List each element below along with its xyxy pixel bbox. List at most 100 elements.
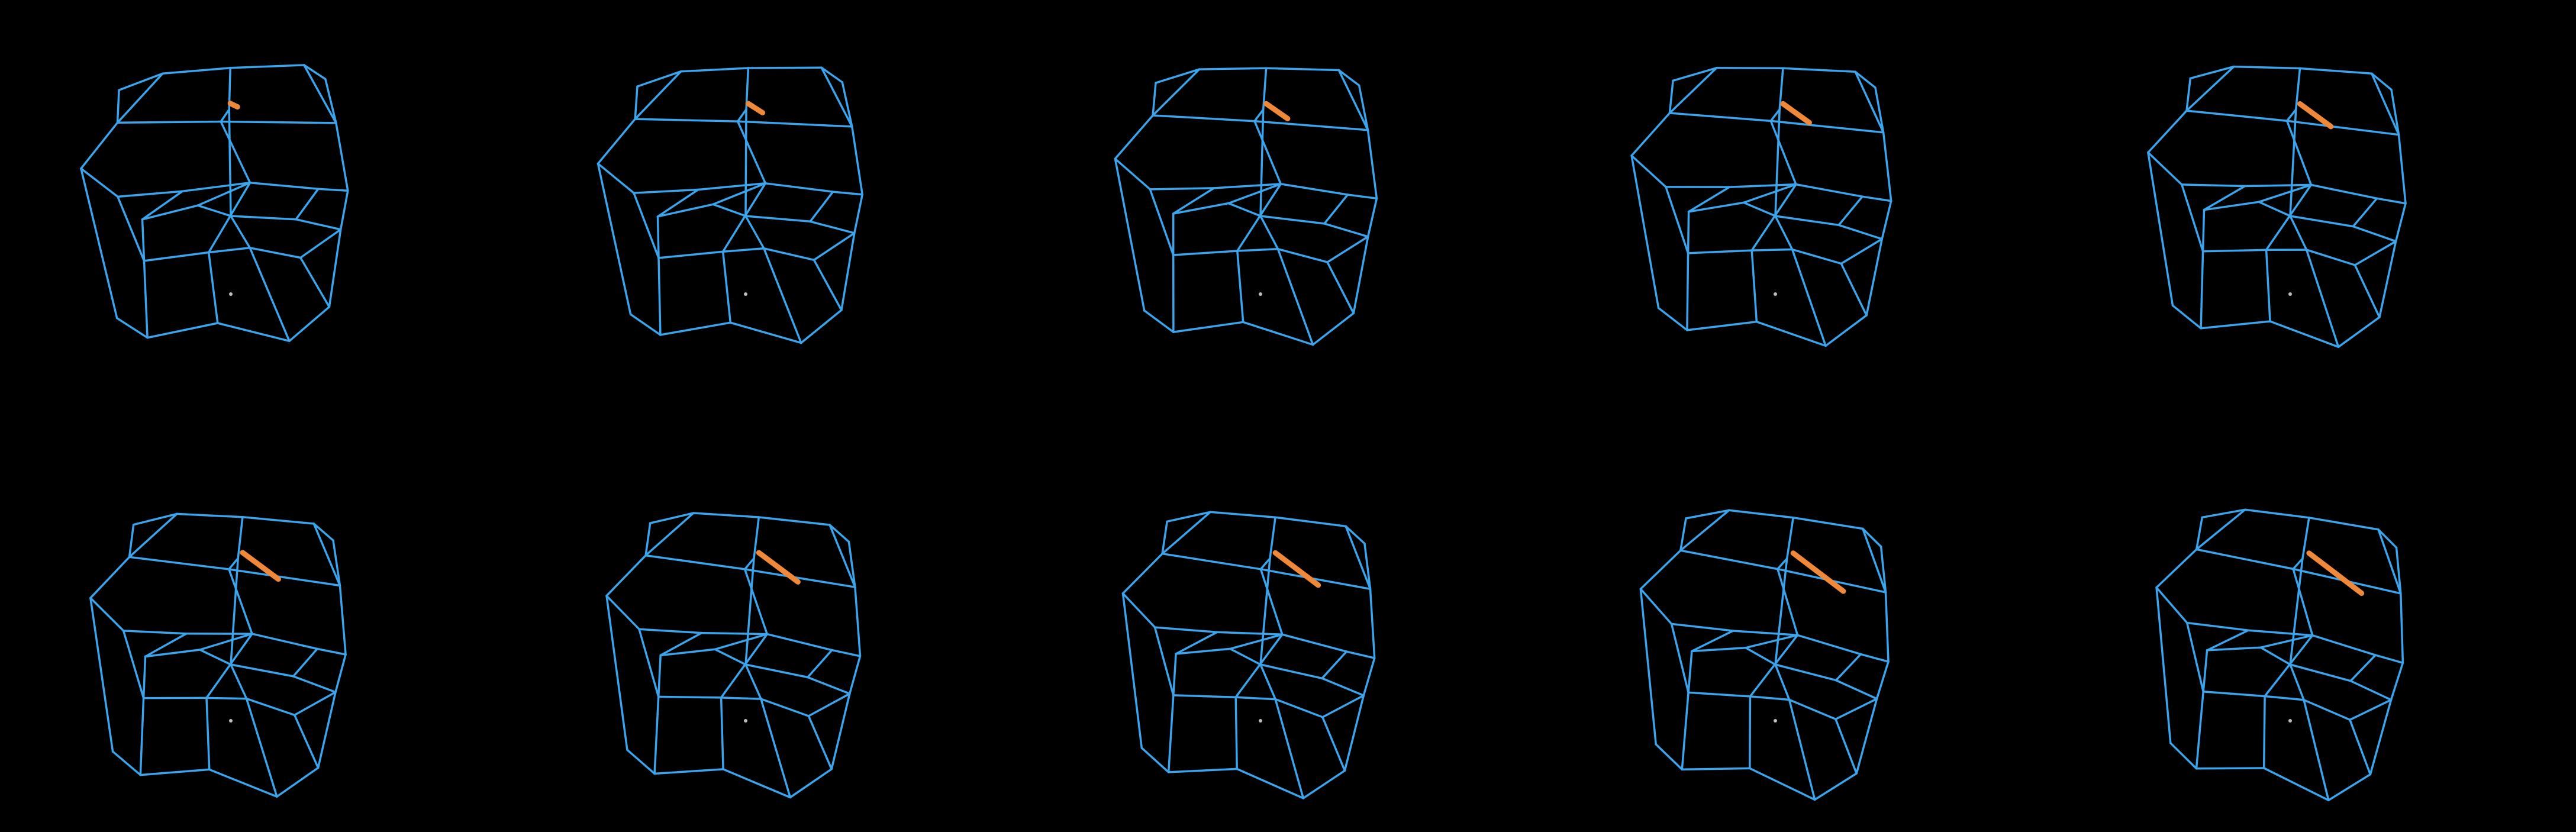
- wireframe-edge: [1236, 250, 1245, 324]
- wireframe-edge: [2311, 634, 2377, 656]
- wireframe-edges: [1630, 67, 1892, 347]
- wireframe-edge: [2294, 67, 2301, 111]
- wireframe-edge: [766, 633, 833, 652]
- wireframe-edge: [1337, 69, 1369, 131]
- wireframe-edge: [146, 322, 219, 339]
- wireframe-edge: [245, 697, 296, 717]
- wireframe-edge: [1153, 626, 1175, 696]
- wireframe-edge: [1234, 696, 1238, 770]
- wireframe-edge: [1788, 698, 1837, 721]
- highlighted-edge: [745, 101, 766, 115]
- center-marker: [2288, 292, 2292, 296]
- wireframe-edge: [763, 247, 802, 344]
- wireframe-edge: [1121, 592, 1156, 628]
- wireframe-edge: [2258, 201, 2291, 217]
- wireframe-edge: [605, 554, 647, 597]
- wireframe-edge: [1687, 650, 1693, 694]
- wireframe-svg: [1630, 67, 1892, 347]
- wireframe-edge: [753, 516, 760, 560]
- center-marker: [1774, 292, 1777, 296]
- wireframe-edge: [217, 322, 291, 343]
- wireframe-edge: [2195, 508, 2246, 551]
- wireframe-edge: [118, 72, 164, 91]
- wireframe-edge: [1687, 211, 1690, 254]
- wireframe-edge: [1854, 70, 1885, 134]
- wireframe-edge: [2171, 304, 2202, 330]
- wireframe-edge: [1854, 70, 1877, 89]
- wireframe-edge: [1665, 186, 1690, 254]
- wireframe-svg: [89, 512, 347, 798]
- wireframe-edge: [1835, 718, 1858, 775]
- highlighted-edge: [1272, 550, 1321, 588]
- wireframe-edge: [2292, 557, 2304, 570]
- wireframe-svg: [1114, 67, 1378, 346]
- wireframe-edge: [2349, 679, 2393, 701]
- wireframe-edge: [1253, 108, 1265, 122]
- wireframe-edge: [2155, 586, 2172, 744]
- wireframe-edge: [141, 190, 184, 221]
- wireframe-edge: [1681, 691, 1690, 771]
- wireframe-edge: [230, 215, 252, 249]
- wireframe-edge: [205, 696, 211, 771]
- highlighted-edge: [756, 550, 801, 585]
- wireframe-edge: [2181, 183, 2204, 253]
- wireframe-svg: [80, 64, 349, 343]
- wireframe-edge: [228, 108, 232, 217]
- wireframe-edge: [720, 633, 769, 699]
- wireframe-edge: [1782, 67, 1856, 73]
- wireframe-edge: [1745, 634, 1799, 649]
- wireframe-edge: [2390, 662, 2404, 701]
- wireframe-edge: [1679, 517, 1687, 552]
- wireframe-edge: [653, 768, 724, 775]
- wireframe-edge: [1311, 312, 1355, 346]
- wireframe-edge: [1155, 68, 1201, 84]
- wireframe-edge: [2349, 654, 2377, 682]
- wireframe-edge: [1161, 511, 1211, 555]
- wireframe-edge: [299, 256, 331, 308]
- wireframe-edges: [1639, 509, 1890, 801]
- wireframe-edge: [1259, 568, 1284, 636]
- wireframe-edge: [1234, 696, 1276, 701]
- wireframe-edge: [1879, 546, 1887, 594]
- wireframe-edge: [2308, 517, 2380, 531]
- wireframe-edge: [2289, 108, 2297, 217]
- wireframe-edge: [1175, 631, 1218, 655]
- highlighted-edge: [227, 101, 240, 110]
- wireframe-edge: [1149, 188, 1175, 256]
- wireframe-edge: [328, 228, 342, 308]
- wireframe-edge: [712, 182, 767, 206]
- wireframe-edge: [1687, 186, 1731, 213]
- wireframe-edge: [1630, 154, 1667, 188]
- wireframe-edge: [317, 691, 337, 769]
- wireframe-edge: [1686, 252, 1690, 331]
- wireframe-edge: [199, 633, 253, 651]
- wireframe-edge: [820, 66, 844, 83]
- wireframe-edge: [1681, 767, 1751, 771]
- wireframe-edge: [1152, 68, 1201, 117]
- wireframe-edge: [276, 766, 320, 798]
- wireframe-edge: [1859, 653, 1890, 663]
- wireframe-edge: [1791, 248, 1827, 347]
- wireframe-edge: [2201, 508, 2246, 519]
- wireframe-edge: [1227, 202, 1262, 217]
- wireframe-edge: [744, 663, 809, 679]
- wireframe-edge: [1121, 552, 1163, 595]
- wireframe-edge: [1259, 215, 1279, 250]
- wireframe-edge: [1774, 663, 1837, 682]
- wireframe-edge: [841, 81, 853, 128]
- wireframe-edge: [128, 556, 230, 570]
- wireframe-edge: [339, 189, 349, 231]
- wireframe-edge: [2303, 699, 2351, 721]
- wireframe-edge: [1346, 194, 1378, 200]
- wireframe-edge: [763, 247, 815, 262]
- wireframe-edge: [634, 70, 682, 120]
- wireframe-edge: [2202, 649, 2209, 693]
- wireframe-edge: [122, 630, 145, 699]
- wireframe-edge: [1639, 588, 1673, 625]
- wireframe-edge: [1865, 238, 1883, 317]
- wireframe-edge: [1253, 120, 1369, 131]
- wireframe-edge: [2147, 151, 2174, 307]
- wireframe-edge: [1727, 509, 1794, 519]
- wireframe-edge: [117, 195, 146, 262]
- wireframe-edge: [1236, 183, 1282, 252]
